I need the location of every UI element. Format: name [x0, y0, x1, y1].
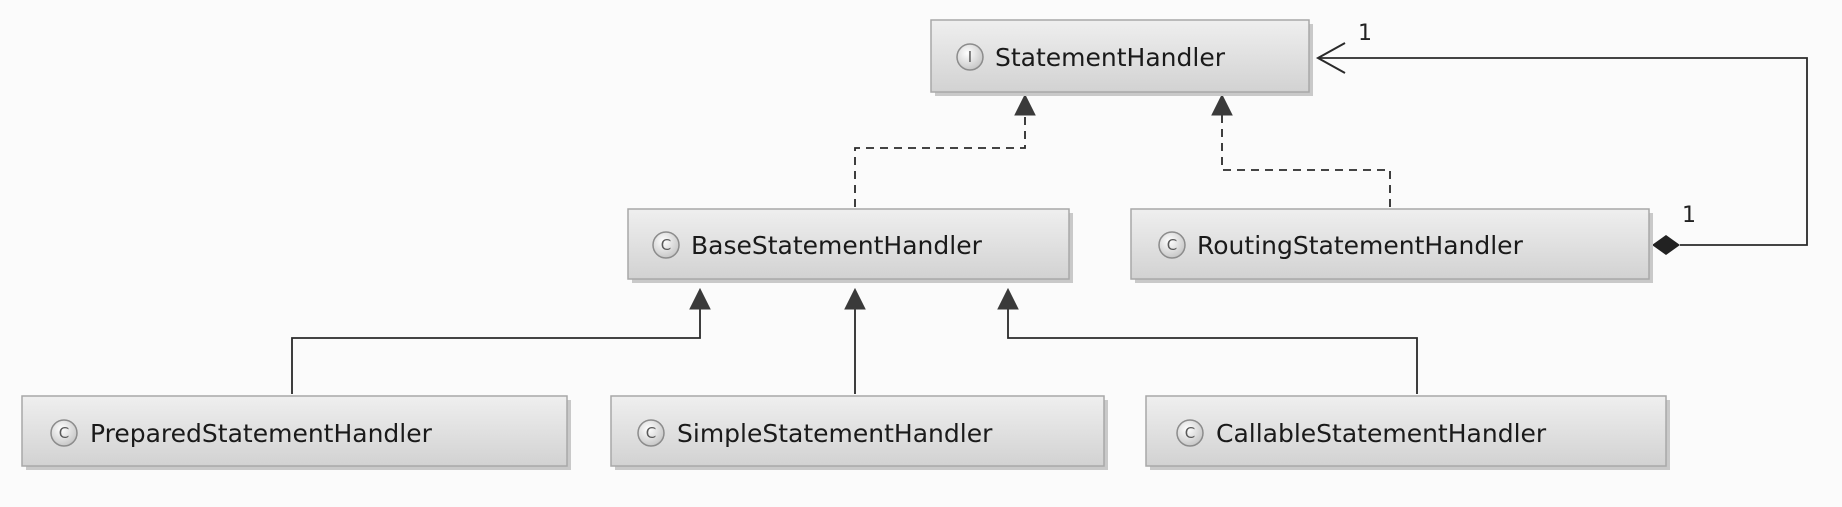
class-box-preparedstatementhandler[interactable]: C PreparedStatementHandler: [21, 395, 571, 470]
interface-badge-icon: I: [956, 43, 984, 71]
triangle-arrowhead-icon: [689, 287, 711, 310]
multiplicity-source: 1: [1682, 203, 1696, 228]
class-name: StatementHandler: [995, 43, 1226, 72]
class-badge-icon: C: [637, 419, 665, 447]
edge-routing-implements-statementhandler: [1221, 112, 1391, 207]
class-name: PreparedStatementHandler: [90, 419, 433, 448]
svg-text:C: C: [1167, 236, 1177, 254]
class-box-statementhandler[interactable]: I StatementHandler: [930, 19, 1313, 96]
edge-callable-extends-base: [1007, 308, 1418, 394]
svg-text:C: C: [59, 424, 69, 442]
class-box-callablestatementhandler[interactable]: C CallableStatementHandler: [1145, 395, 1670, 470]
edge-prepared-extends-base: [291, 308, 701, 394]
class-badge-icon: C: [1176, 419, 1204, 447]
svg-text:C: C: [1185, 424, 1195, 442]
multiplicity-target: 1: [1358, 21, 1372, 46]
triangle-arrowhead-icon: [844, 287, 866, 310]
class-name: SimpleStatementHandler: [677, 419, 993, 448]
class-name: BaseStatementHandler: [691, 231, 983, 260]
class-badge-icon: C: [1158, 231, 1186, 259]
triangle-arrowhead-icon: [997, 287, 1019, 310]
svg-text:C: C: [646, 424, 656, 442]
svg-text:C: C: [661, 236, 671, 254]
edge-routing-composes-statementhandler: [1318, 57, 1808, 246]
edge-base-implements-statementhandler: [854, 112, 1026, 207]
composition-diamond-icon: [1652, 235, 1680, 255]
triangle-arrowhead-icon: [1014, 93, 1036, 116]
class-box-basestatementhandler[interactable]: C BaseStatementHandler: [627, 208, 1073, 283]
class-name: CallableStatementHandler: [1216, 419, 1547, 448]
class-badge-icon: C: [50, 419, 78, 447]
open-arrowhead-icon: [1315, 42, 1346, 74]
class-box-routingstatementhandler[interactable]: C RoutingStatementHandler: [1130, 208, 1653, 283]
triangle-arrowhead-icon: [1211, 93, 1233, 116]
class-badge-icon: C: [652, 231, 680, 259]
class-name: RoutingStatementHandler: [1197, 231, 1524, 260]
class-box-simplestatementhandler[interactable]: C SimpleStatementHandler: [610, 395, 1108, 470]
svg-text:I: I: [968, 48, 972, 66]
